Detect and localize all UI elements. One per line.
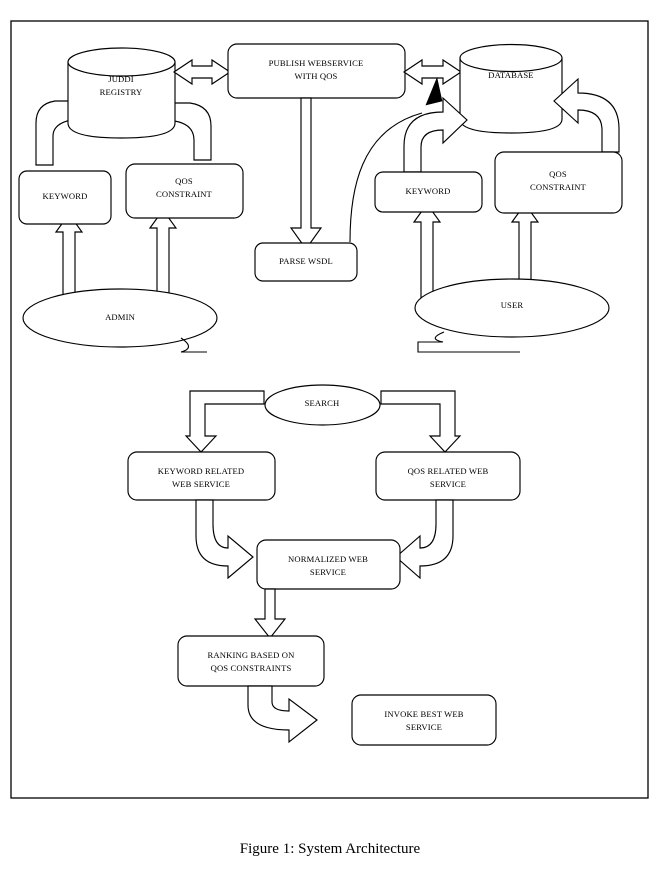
node-keyword-related-label-1: KEYWORD RELATED [158,466,245,476]
node-database: DATABASE [459,43,563,134]
node-publish-webservice-label-1: PUBLISH WEBSERVICE [269,58,364,68]
connector-keyword-related-to-normalized [195,499,254,580]
node-normalized-label-2: SERVICE [310,567,346,577]
node-qos-related-label-1: QOS RELATED WEB [408,466,489,476]
connector-normalized-to-ranking [253,588,287,639]
node-qos-constraint-right: QOS CONSTRAINT [494,151,623,214]
node-publish-webservice: PUBLISH WEBSERVICE WITH QOS [227,43,406,99]
node-qos-related-label-2: SERVICE [430,479,466,489]
connector-ranking-to-invoke [247,685,318,744]
node-invoke-label-1: INVOKE BEST WEB [384,709,463,719]
connector-publish-to-database [402,58,463,86]
node-invoke-label-2: SERVICE [406,722,442,732]
node-normalized-label-1: NORMALIZED WEB [288,554,368,564]
connector-keyword-right-to-database [403,96,468,173]
node-ranking-label-1: RANKING BASED ON [208,650,296,660]
node-keyword-related-web-service: KEYWORD RELATED WEB SERVICE [127,451,276,501]
node-keyword-left-label: KEYWORD [43,191,88,201]
connector-search-to-keyword-related [184,390,265,453]
connector-qos-related-to-normalized [395,499,454,580]
connector-qos-right-to-database [553,77,620,153]
node-ranking-based-on-qos: RANKING BASED ON QOS CONSTRAINTS [177,635,325,687]
connector-publish-to-parse-wsdl [289,97,323,250]
connector-search-to-qos-related [380,390,462,453]
node-keyword-related-label-2: WEB SERVICE [172,479,230,489]
node-user: USER [414,278,610,353]
connector-parse-wsdl-to-database-arrowhead [425,76,443,106]
connector-parse-wsdl-to-database-line [349,112,423,243]
connector-user-to-keyword-right [412,203,442,301]
node-database-label: DATABASE [488,70,533,80]
node-search: SEARCH [264,384,381,426]
node-keyword-right-label: KEYWORD [406,186,451,196]
node-normalized-web-service: NORMALIZED WEB SERVICE [256,539,401,590]
connector-juddi-to-publish [172,58,232,86]
node-ranking-label-2: QOS CONSTRAINTS [211,663,292,673]
node-qos-constraint-left-label-2: CONSTRAINT [156,189,213,199]
node-qos-constraint-right-label-1: QOS [549,169,567,179]
node-user-label: USER [501,300,524,310]
node-admin-label: ADMIN [105,312,136,322]
node-qos-constraint-left: QOS CONSTRAINT [125,163,244,219]
node-juddi-registry-label-1: JUDDI [108,74,134,84]
node-keyword-left: KEYWORD [18,170,112,225]
node-admin: ADMIN [22,288,218,353]
node-juddi-registry-label-2: REGISTRY [100,87,143,97]
node-invoke-best-web-service: INVOKE BEST WEB SERVICE [351,694,497,746]
node-qos-related-web-service: QOS RELATED WEB SERVICE [375,451,521,501]
node-parse-wsdl-label: PARSE WSDL [279,256,333,266]
node-parse-wsdl: PARSE WSDL [254,242,358,282]
page-frame [10,20,649,799]
node-qos-constraint-left-label-1: QOS [175,176,193,186]
node-search-label: SEARCH [305,398,340,408]
figure-caption: Figure 1: System Architecture [239,841,421,857]
node-qos-constraint-right-label-2: CONSTRAINT [530,182,587,192]
node-keyword-right: KEYWORD [374,171,483,213]
node-publish-webservice-label-2: WITH QOS [295,71,338,81]
node-juddi-registry: JUDDI REGISTRY [67,47,176,139]
